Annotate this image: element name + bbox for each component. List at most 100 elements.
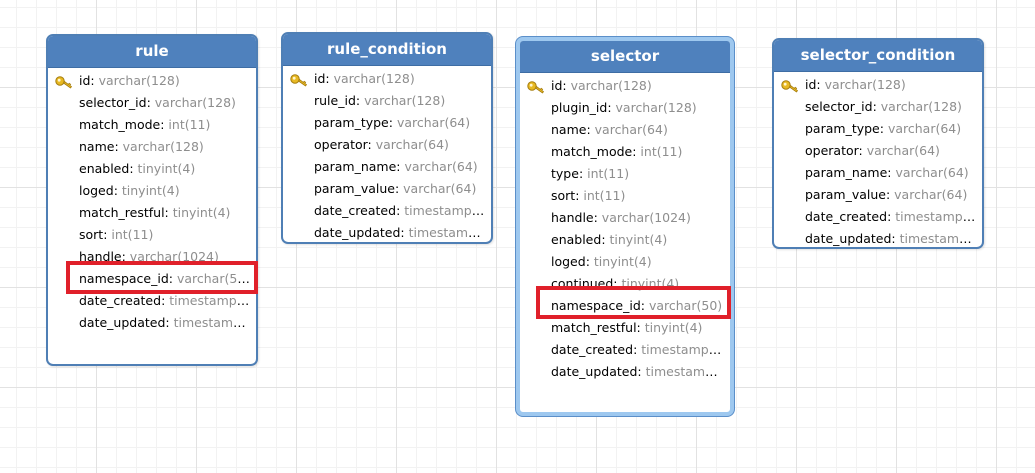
field-row[interactable]: sort: int(11) bbox=[48, 224, 256, 246]
field-name: name bbox=[551, 122, 587, 137]
field-type: timestamp(3) bbox=[173, 315, 256, 330]
field-type: varchar(128) bbox=[824, 77, 906, 92]
field-row[interactable]: date_updated: timestamp(3) bbox=[48, 312, 256, 334]
field-row[interactable]: name: varchar(128) bbox=[48, 136, 256, 158]
field-row[interactable]: param_type: varchar(64) bbox=[774, 118, 982, 140]
field-row[interactable]: date_created: timestamp(3) bbox=[283, 200, 491, 222]
field-type: tinyint(4) bbox=[593, 254, 652, 269]
field-separator: : bbox=[114, 139, 123, 154]
field-name: date_created bbox=[79, 293, 162, 308]
primary-key-icon bbox=[290, 72, 308, 87]
entity-title[interactable]: selector_condition bbox=[774, 40, 982, 72]
field-separator: : bbox=[640, 298, 649, 313]
field-type: varchar(128) bbox=[615, 100, 697, 115]
field-separator: : bbox=[872, 99, 881, 114]
field-type: timestamp(3) bbox=[408, 225, 491, 240]
entity-title[interactable]: rule bbox=[48, 36, 256, 68]
field-row[interactable]: param_value: varchar(64) bbox=[283, 178, 491, 200]
field-separator: : bbox=[355, 93, 365, 108]
field-separator: : bbox=[578, 166, 588, 181]
field-row[interactable]: date_updated: timestamp(3) bbox=[283, 222, 491, 244]
field-type: int(11) bbox=[111, 227, 154, 242]
field-type: varchar(64) bbox=[403, 181, 477, 196]
field-name: enabled bbox=[551, 232, 602, 247]
field-row[interactable]: date_updated: timestamp(3) bbox=[774, 228, 982, 250]
field-name: match_mode bbox=[551, 144, 633, 159]
field-row[interactable]: match_mode: int(11) bbox=[48, 114, 256, 136]
field-row[interactable]: loged: tinyint(4) bbox=[520, 251, 730, 273]
field-row[interactable]: date_created: timestamp(3) bbox=[48, 290, 256, 312]
field-name: continued bbox=[551, 276, 614, 291]
field-type: varchar(128) bbox=[570, 78, 652, 93]
field-type: varchar(1024) bbox=[129, 249, 219, 264]
field-separator: : bbox=[586, 122, 595, 137]
field-row[interactable]: type: int(11) bbox=[520, 163, 730, 185]
field-name: operator bbox=[805, 143, 859, 158]
field-row[interactable]: name: varchar(64) bbox=[520, 119, 730, 141]
field-row[interactable]: id: varchar(128) bbox=[520, 75, 730, 97]
field-name: id bbox=[805, 77, 817, 92]
field-type: timestamp(3) bbox=[169, 293, 255, 308]
field-type: timestamp(3) bbox=[641, 342, 727, 357]
field-name: param_value bbox=[314, 181, 395, 196]
field-name: name bbox=[79, 139, 115, 154]
field-type: varchar(50) bbox=[176, 271, 251, 286]
field-name: operator bbox=[314, 137, 368, 152]
field-row[interactable]: handle: varchar(1024) bbox=[48, 246, 256, 268]
field-name: sort bbox=[551, 188, 576, 203]
field-separator: : bbox=[164, 205, 173, 220]
field-row[interactable]: match_restful: tinyint(4) bbox=[520, 317, 730, 339]
field-row[interactable]: enabled: tinyint(4) bbox=[520, 229, 730, 251]
field-row[interactable]: param_name: varchar(64) bbox=[283, 156, 491, 178]
field-row[interactable]: loged: tinyint(4) bbox=[48, 180, 256, 202]
field-row[interactable]: namespace_id: varchar(50) bbox=[48, 268, 256, 290]
field-row[interactable]: param_value: varchar(64) bbox=[774, 184, 982, 206]
field-name: date_updated bbox=[551, 364, 638, 379]
field-separator: : bbox=[121, 249, 130, 264]
field-row[interactable]: selector_id: varchar(128) bbox=[48, 92, 256, 114]
field-row[interactable]: enabled: tinyint(4) bbox=[48, 158, 256, 180]
field-name: selector_id bbox=[805, 99, 873, 114]
field-row[interactable]: id: varchar(128) bbox=[48, 70, 256, 92]
field-type: varchar(128) bbox=[364, 93, 446, 108]
field-row[interactable]: operator: varchar(64) bbox=[774, 140, 982, 162]
field-row[interactable]: plugin_id: varchar(128) bbox=[520, 97, 730, 119]
field-name: loged bbox=[79, 183, 114, 198]
field-row[interactable]: rule_id: varchar(128) bbox=[283, 90, 491, 112]
field-row[interactable]: operator: varchar(64) bbox=[283, 134, 491, 156]
field-type: tinyint(4) bbox=[172, 205, 231, 220]
field-row[interactable]: sort: int(11) bbox=[520, 185, 730, 207]
field-name: param_type bbox=[805, 121, 880, 136]
field-row[interactable]: param_type: varchar(64) bbox=[283, 112, 491, 134]
entity-title[interactable]: rule_condition bbox=[283, 34, 491, 66]
field-separator: : bbox=[388, 115, 397, 130]
field-name: date_created bbox=[805, 209, 888, 224]
field-type: varchar(128) bbox=[154, 95, 236, 110]
field-separator: : bbox=[816, 77, 825, 92]
field-row[interactable]: continued: tinyint(4) bbox=[520, 273, 730, 295]
field-row[interactable]: match_restful: tinyint(4) bbox=[48, 202, 256, 224]
field-row[interactable]: handle: varchar(1024) bbox=[520, 207, 730, 229]
field-name: date_updated bbox=[79, 315, 166, 330]
field-row[interactable]: namespace_id: varchar(50) bbox=[520, 295, 730, 317]
field-name: date_updated bbox=[314, 225, 401, 240]
primary-key-icon bbox=[781, 80, 799, 93]
field-row[interactable]: date_created: timestamp(3) bbox=[520, 339, 730, 361]
field-separator: : bbox=[325, 71, 334, 86]
field-row[interactable]: match_mode: int(11) bbox=[520, 141, 730, 163]
primary-key-icon bbox=[290, 74, 308, 87]
field-separator: : bbox=[165, 315, 174, 330]
field-row[interactable]: selector_id: varchar(128) bbox=[774, 96, 982, 118]
field-type: tinyint(4) bbox=[621, 276, 680, 291]
field-row[interactable]: param_name: varchar(64) bbox=[774, 162, 982, 184]
field-row[interactable]: id: varchar(128) bbox=[283, 68, 491, 90]
entity-title[interactable]: selector bbox=[520, 41, 730, 73]
field-row[interactable]: date_updated: timestamp(3) bbox=[520, 361, 730, 383]
field-row[interactable]: id: varchar(128) bbox=[774, 74, 982, 96]
field-name: param_name bbox=[314, 159, 397, 174]
field-row[interactable]: date_created: timestamp(3) bbox=[774, 206, 982, 228]
